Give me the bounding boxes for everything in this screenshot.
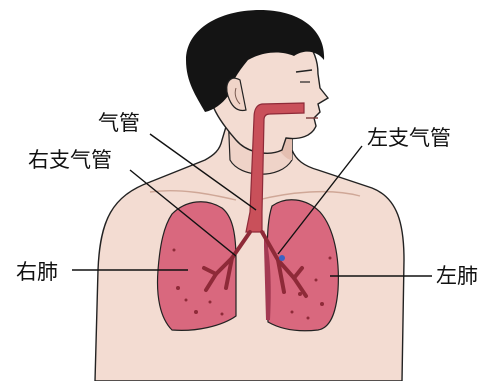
label-right-lung: 右肺 xyxy=(16,262,58,283)
label-left-lung: 左肺 xyxy=(436,266,478,287)
label-left-bronchus: 左支气管 xyxy=(367,128,451,149)
label-trachea: 气管 xyxy=(98,113,140,134)
label-right-bronchus: 右支气管 xyxy=(28,150,112,171)
